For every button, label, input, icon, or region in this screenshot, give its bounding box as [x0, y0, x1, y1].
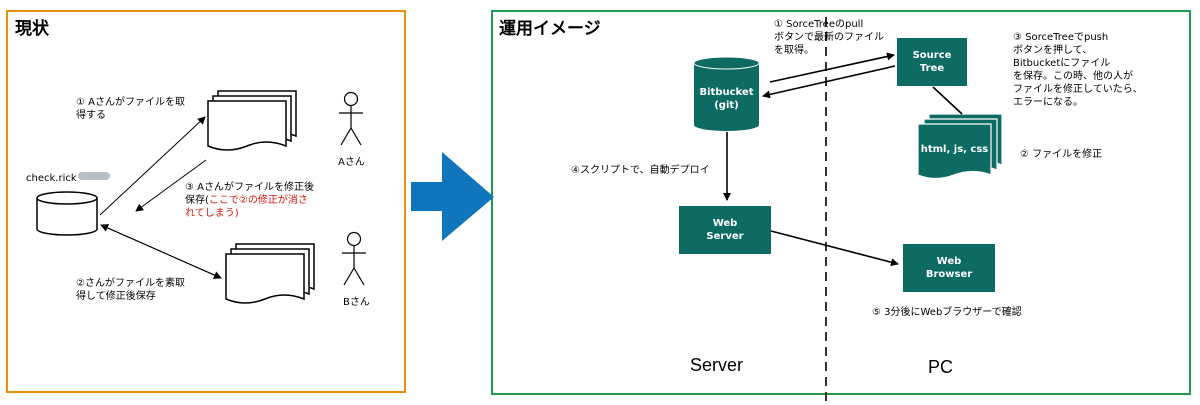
database-icon: [36, 191, 98, 236]
person-b-label: Bさん: [343, 297, 370, 308]
step3-label-line1: ③ Aさんがファイルを修正後: [185, 182, 314, 193]
pc-side-label: PC: [928, 357, 954, 377]
web-server-box: Web Server: [679, 206, 771, 254]
sourcetree-box: Source Tree: [897, 38, 967, 86]
step1-label: ① Aさんがファイルを取 得する: [76, 97, 185, 121]
person-a-icon: [339, 91, 363, 146]
step4-deploy-label: ④スクリプトで、自動デプロイ: [571, 165, 710, 176]
step5-check-label: ⑤ 3分後にWebブラウザーで確認: [872, 307, 1022, 318]
bitbucket-label: Bitbucket (git): [699, 87, 754, 111]
step3-red-text: ここで②の修正が消さ: [208, 195, 308, 206]
current-state-panel: [6, 10, 406, 393]
person-a-label: Aさん: [338, 157, 365, 168]
step3-label-line3: れてしまう): [185, 208, 239, 219]
step2-edit-label: ② ファイルを修正: [1020, 149, 1103, 160]
arrow-push: [762, 65, 896, 99]
sourcetree-to-files-line: [932, 86, 963, 115]
operation-image-title: 運用イメージ: [499, 19, 601, 39]
arrow-pull: [769, 52, 895, 83]
step3-push-label: ③ SorceTreeでpush ボタンを押して、 Bitbucketにファイル…: [1013, 32, 1143, 108]
redacted-text-blur: [78, 172, 110, 180]
bitbucket-cylinder-icon: [693, 56, 760, 131]
step1-pull-label: ① SorceTreeのpull ボタンで最新のファイル を取得。: [774, 19, 884, 56]
current-state-title: 現状: [15, 19, 49, 39]
database-label: check.rick: [26, 173, 77, 184]
arrow-doc-a-to-db: [135, 159, 207, 212]
files-label: html, js, css: [920, 143, 989, 155]
step3-label-line2: 保存(ここで②の修正が消さ: [185, 194, 308, 207]
operation-image-panel: [491, 10, 1191, 395]
step3-black-text: 保存(: [185, 195, 209, 206]
person-b-icon: [342, 231, 366, 286]
web-browser-box: Web Browser: [903, 244, 995, 292]
files-stack-icon: [917, 113, 1003, 180]
arrow-db-to-doc-a: [99, 116, 206, 216]
document-stack-icon-b: [225, 243, 315, 304]
document-stack-icon-a: [207, 90, 297, 151]
server-side-label: Server: [690, 355, 744, 375]
arrow-server-to-browser: [770, 230, 899, 267]
arrow-doc-b-to-db: [100, 224, 222, 279]
step2-label: ②さんがファイルを素取 得して修正後保存: [76, 278, 185, 302]
transition-arrow-icon: [411, 152, 494, 241]
